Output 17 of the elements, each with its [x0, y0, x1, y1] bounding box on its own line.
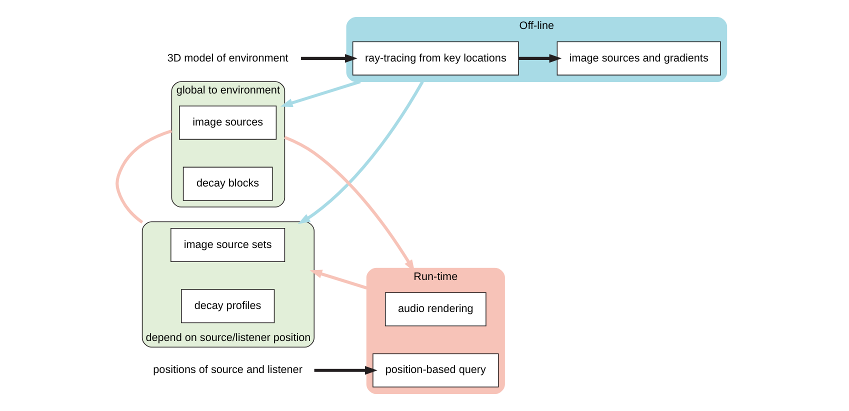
- node-box: image sources and gradients: [556, 41, 720, 76]
- arrow: [309, 270, 367, 290]
- node-box: audio rendering: [384, 292, 486, 326]
- node-box: ray-tracing from key locations: [352, 41, 518, 76]
- node-box: decay blocks: [182, 166, 272, 201]
- arrow: [518, 54, 562, 63]
- arrow: [300, 54, 357, 63]
- node-text: positions of source and listener: [152, 364, 302, 376]
- node-box: decay profiles: [180, 289, 274, 324]
- node-text: 3D model of environment: [166, 52, 288, 64]
- arrow: [297, 80, 424, 224]
- arrow: [280, 80, 360, 108]
- node-box: image source sets: [170, 228, 285, 262]
- node-box: image sources: [178, 106, 276, 140]
- arrow: [314, 366, 377, 375]
- node-box: position-based query: [372, 353, 498, 388]
- connector: [115, 129, 172, 224]
